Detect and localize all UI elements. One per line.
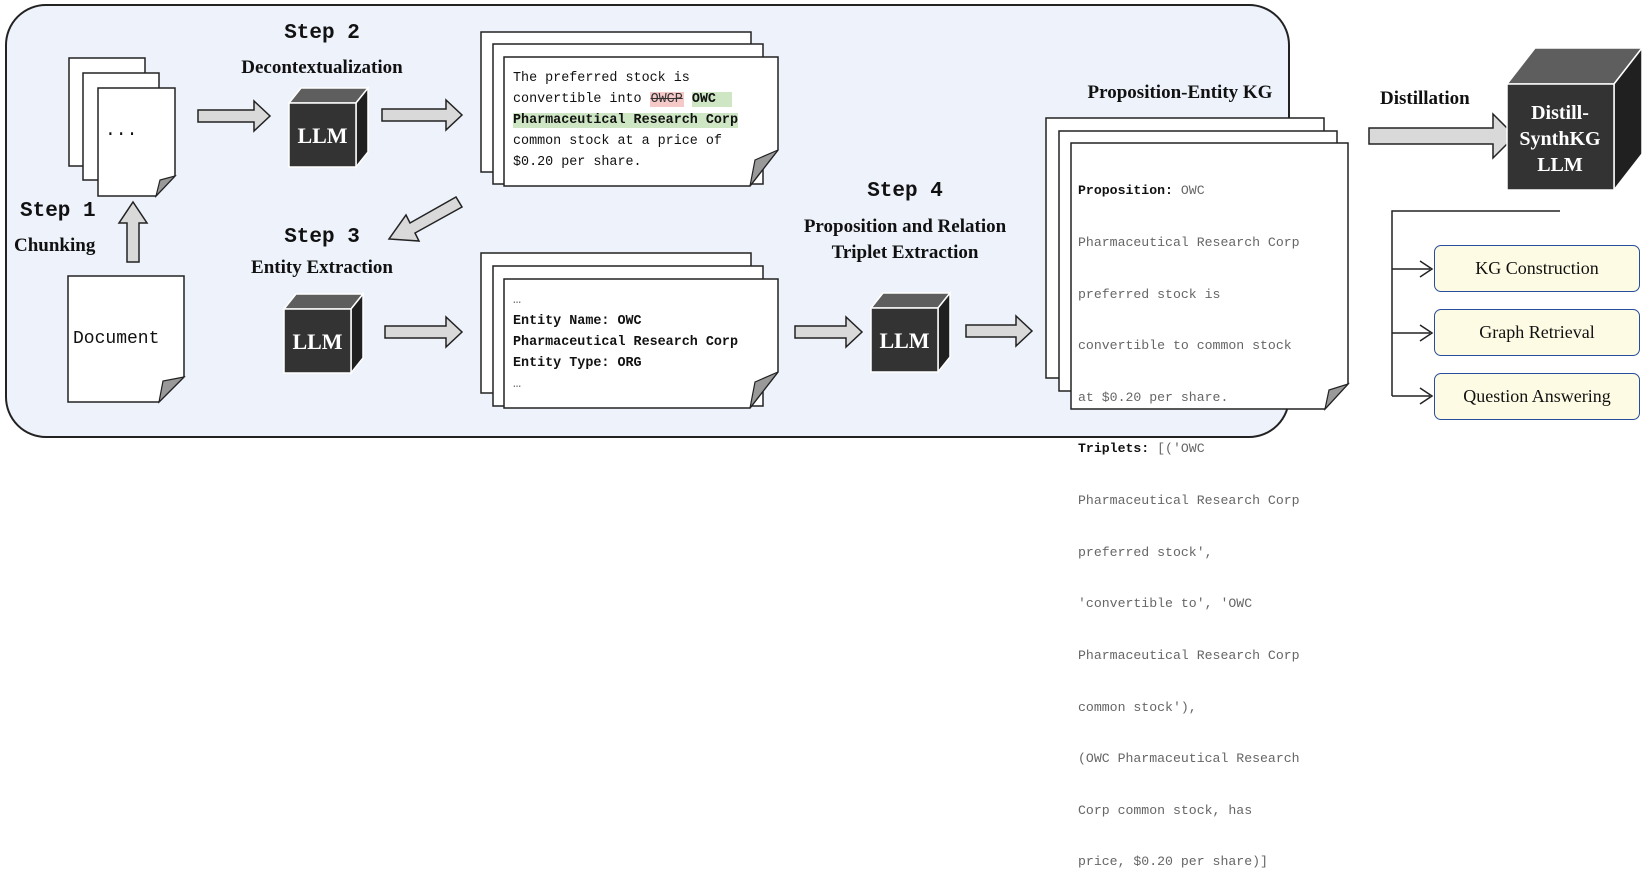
model-line3: LLM bbox=[1537, 154, 1583, 176]
added-term: OWC bbox=[691, 92, 716, 107]
entity-name-row: Entity Name: OWC bbox=[513, 314, 642, 329]
decontext-line3: Pharmaceutical Research Corp bbox=[513, 113, 738, 128]
model-line1: Distill- bbox=[1531, 102, 1589, 124]
entity-ellipsis-top: … bbox=[513, 293, 522, 308]
document-label: Document bbox=[73, 329, 160, 349]
decontext-line5: $0.20 per share. bbox=[513, 155, 642, 170]
decontext-line2-prefix: convertible into bbox=[513, 92, 650, 107]
arrow-to-decontext bbox=[381, 98, 464, 132]
document-icon bbox=[67, 275, 186, 404]
arrow-to-entity bbox=[384, 315, 464, 349]
step2-title: Step 2 bbox=[284, 22, 360, 45]
llm-label-step3: LLM bbox=[292, 329, 342, 354]
step1-name: Chunking bbox=[14, 235, 96, 256]
app-question-answering: Question Answering bbox=[1434, 373, 1640, 420]
step4-name-line1: Proposition and Relation bbox=[803, 216, 1007, 237]
step4-name-line2: Triplet Extraction bbox=[831, 242, 979, 263]
kg-prop-row: Proposition: OWC bbox=[1078, 183, 1205, 199]
step3-name: Entity Extraction bbox=[251, 257, 393, 278]
kg-trip-l8: Corp common stock, has bbox=[1078, 802, 1253, 818]
arrow-distillation bbox=[1368, 112, 1517, 160]
kg-trip-l9: price, $0.20 per share)] bbox=[1078, 854, 1268, 870]
chunk-ellipsis: ... bbox=[105, 121, 138, 141]
llm-cube-step3: LLM bbox=[282, 291, 365, 376]
kg-prop-l5: at $0.20 per share. bbox=[1078, 389, 1229, 405]
decontext-line4: common stock at a price of bbox=[513, 134, 722, 149]
llm-label-step4: LLM bbox=[879, 328, 929, 353]
llm-cube-step2: LLM bbox=[287, 85, 370, 170]
llm-cube-step4: LLM bbox=[869, 290, 952, 375]
kg-trip-l6: common stock'), bbox=[1078, 699, 1197, 715]
kg-prop-l2: Pharmaceutical Research Corp bbox=[1078, 235, 1300, 251]
struck-term: OWCP bbox=[649, 92, 684, 107]
step2-name: Decontextualization bbox=[241, 57, 403, 78]
entity-name-value: OWC bbox=[617, 314, 642, 329]
pipeline-diagram: LLM LLM LLM Distill- SynthKG LLM bbox=[5, 4, 1644, 438]
entity-name-row2: Pharmaceutical Research Corp bbox=[513, 335, 738, 350]
entity-doc-stack bbox=[480, 252, 779, 409]
model-line2: SynthKG bbox=[1519, 128, 1601, 150]
entity-type-value: ORG bbox=[617, 356, 642, 371]
kg-trip-row: Triplets: [('OWC bbox=[1078, 441, 1205, 457]
decontext-doc-text: The preferred stock is convertible into … bbox=[513, 68, 738, 173]
kg-trip-l3: preferred stock', bbox=[1078, 544, 1213, 560]
distillation-label: Distillation bbox=[1380, 88, 1470, 109]
decontext-line2: convertible into OWCP OWC bbox=[513, 89, 738, 110]
kg-trip-l2: Pharmaceutical Research Corp bbox=[1078, 493, 1300, 509]
arrow-to-llm4 bbox=[794, 315, 864, 349]
kg-prop-l3: preferred stock is bbox=[1078, 286, 1221, 302]
kg-trip-l7: (OWC Pharmaceutical Research bbox=[1078, 751, 1300, 767]
kg-doc-text: Proposition: OWC Pharmaceutical Research… bbox=[1078, 148, 1300, 888]
kg-title: Proposition-Entity KG bbox=[1087, 82, 1273, 103]
kg-trip-l4: 'convertible to', 'OWC bbox=[1078, 596, 1253, 612]
step3-title: Step 3 bbox=[284, 226, 360, 249]
app-kg-construction: KG Construction bbox=[1434, 245, 1640, 292]
distilled-model-cube: Distill- SynthKG LLM bbox=[1505, 45, 1644, 193]
chunk-stack bbox=[68, 57, 177, 199]
flow-arrows bbox=[117, 98, 1517, 349]
decontext-line1: The preferred stock is bbox=[513, 71, 690, 86]
arrow-chunking bbox=[117, 200, 149, 263]
entity-doc-text: … Entity Name: OWC Pharmaceutical Resear… bbox=[513, 290, 738, 395]
entity-type-row: Entity Type: ORG bbox=[513, 356, 642, 371]
arrow-diagonal bbox=[387, 195, 464, 242]
arrow-to-kg bbox=[965, 314, 1034, 348]
llm-label-step2: LLM bbox=[297, 123, 347, 148]
application-connectors bbox=[1391, 210, 1560, 405]
step1-title: Step 1 bbox=[20, 200, 96, 223]
arrow-to-llm2 bbox=[197, 99, 272, 133]
entity-ellipsis-bottom: … bbox=[513, 377, 522, 392]
step4-title: Step 4 bbox=[867, 180, 943, 203]
app-graph-retrieval: Graph Retrieval bbox=[1434, 309, 1640, 356]
kg-prop-l4: convertible to common stock bbox=[1078, 338, 1292, 354]
kg-trip-l5: Pharmaceutical Research Corp bbox=[1078, 647, 1300, 663]
kg-doc-stack bbox=[1045, 117, 1350, 412]
